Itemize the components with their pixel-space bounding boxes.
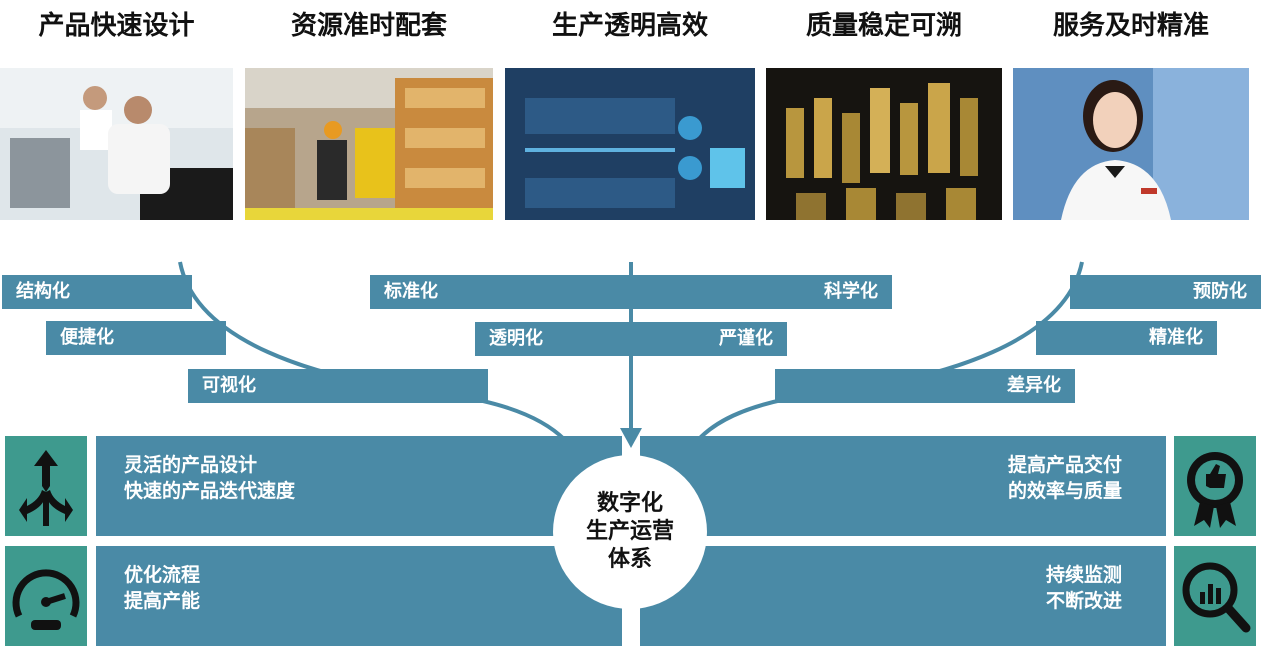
bar-preventive: 预防化 — [1070, 275, 1261, 309]
center-line: 体系 — [607, 547, 652, 572]
bar-convenient: 便捷化 — [46, 321, 226, 355]
magnifier-chart-icon — [1174, 546, 1256, 646]
bar-scientific: 科学化 — [633, 275, 892, 309]
photo-production-dashboard — [505, 68, 755, 220]
center-hub: 数字化 生产运营 体系 — [553, 455, 707, 609]
title-service-precise: 服务及时精准 — [1052, 11, 1209, 41]
direction-arrows-icon — [5, 436, 87, 536]
panel-line: 灵活的产品设计 — [124, 454, 258, 476]
panel-continuous-monitoring: 持续监测 不断改进 — [640, 546, 1166, 646]
photo-brass-products — [766, 68, 1002, 220]
panel-line: 快速的产品迭代速度 — [124, 480, 296, 502]
panel-line: 持续监测 — [1045, 564, 1122, 586]
panel-product-design: 灵活的产品设计 快速的产品迭代速度 — [96, 436, 622, 536]
panel-line: 提高产品交付 — [1007, 454, 1122, 476]
title-production-transparent: 生产透明高效 — [551, 11, 708, 41]
bar-structured: 结构化 — [2, 275, 192, 309]
photo-customer-service — [1013, 68, 1249, 220]
panel-delivery-efficiency: 提高产品交付 的效率与质量 — [640, 436, 1166, 536]
panel-optimize-process: 优化流程 提高产能 — [96, 546, 622, 646]
panel-line: 不断改进 — [1045, 590, 1122, 612]
photo-warehouse-forklift — [245, 68, 493, 220]
thumbs-up-badge-icon — [1174, 436, 1256, 536]
bar-rigorous: 严谨化 — [633, 322, 787, 356]
bar-standardized: 标准化 — [370, 275, 629, 309]
panel-line: 的效率与质量 — [1007, 480, 1122, 502]
bar-visual: 可视化 — [188, 369, 488, 403]
panel-line: 提高产能 — [124, 590, 201, 612]
center-line: 数字化 — [596, 491, 663, 516]
bar-precise: 精准化 — [1036, 321, 1217, 355]
bar-differentiated: 差异化 — [775, 369, 1075, 403]
bar-transparent: 透明化 — [475, 322, 629, 356]
speedometer-icon — [5, 546, 87, 646]
panel-line: 优化流程 — [124, 564, 201, 586]
center-line: 生产运营 — [585, 519, 674, 544]
title-product-design: 产品快速设计 — [38, 11, 195, 41]
title-resource-supply: 资源准时配套 — [290, 11, 447, 41]
title-quality-traceable: 质量稳定可溯 — [805, 11, 962, 41]
photo-lab-engineers — [0, 68, 233, 220]
